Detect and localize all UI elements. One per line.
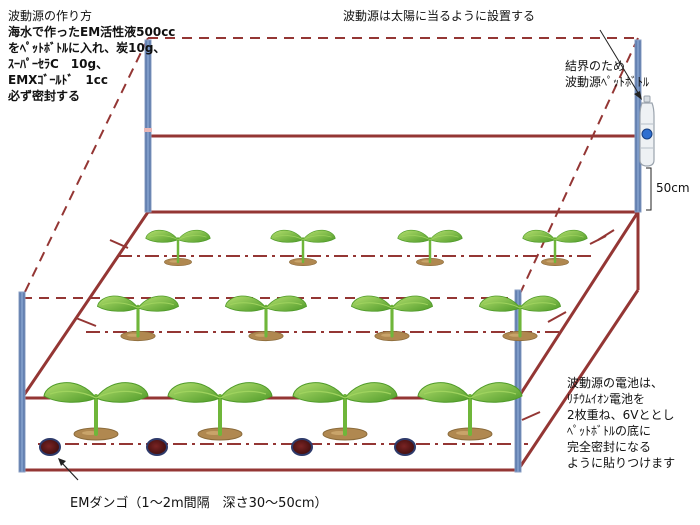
post-front-right xyxy=(514,289,522,473)
dango-caption: EMダンゴ（1～2m間隔 深さ30～50cm） xyxy=(70,496,328,511)
battery-note-line: 波動源の電池は、 xyxy=(567,376,664,390)
seedling xyxy=(270,229,336,267)
bed-bottom-frame xyxy=(22,212,640,472)
wall-hatches xyxy=(75,229,615,421)
wave-source-bottle xyxy=(639,95,655,167)
seedling xyxy=(351,295,433,342)
dango-arrow xyxy=(58,458,79,481)
em-dango-balls xyxy=(39,438,416,456)
bottle-note-line: 結界のため xyxy=(565,59,626,73)
height-bracket xyxy=(646,167,652,211)
post-back-left xyxy=(144,39,152,213)
seedling xyxy=(43,382,149,441)
recipe-note: 波動源の作り方 海水で作ったEM活性液500cc をﾍﾟｯﾄﾎﾞﾄﾙに入れ、炭1… xyxy=(8,8,175,104)
seedling xyxy=(417,382,523,441)
planting-rows xyxy=(38,255,592,445)
em-dango xyxy=(146,438,168,456)
em-dango xyxy=(39,438,61,456)
recipe-line: をﾍﾟｯﾄﾎﾞﾄﾙに入れ、炭10g、 xyxy=(8,41,166,55)
battery-note-line: 2枚重ね、6Vととし xyxy=(567,408,675,422)
recipe-line: ｽｰﾊﾟｰｾﾗC 10g、 xyxy=(8,57,109,71)
battery-note-line: 完全密封になる xyxy=(567,440,652,454)
top-note-arrow xyxy=(599,29,642,100)
bottle-note: 結界のため 波動源ﾍﾟｯﾄﾎﾞﾄﾙ xyxy=(565,58,649,90)
battery-note-line: ように貼りつけます xyxy=(567,456,676,470)
em-dango xyxy=(291,438,313,456)
em-dango xyxy=(394,438,416,456)
bottle-blue-core xyxy=(641,128,653,140)
seedling xyxy=(292,382,398,441)
post-front-left xyxy=(18,291,26,473)
battery-note-line: ﾘﾁｳﾑｲｵﾝ電池を xyxy=(567,392,646,406)
upper-dashed-outline xyxy=(21,37,639,299)
recipe-line: EMXｺﾞｰﾙﾄﾞ 1cc xyxy=(8,73,108,87)
recipe-line: 必ず密封する xyxy=(8,89,81,103)
seedlings xyxy=(43,229,588,441)
seedling xyxy=(522,229,588,267)
battery-note: 波動源の電池は、 ﾘﾁｳﾑｲｵﾝ電池を 2枚重ね、6Vととし ﾍﾟｯﾄﾎﾞﾄﾙの… xyxy=(567,375,675,471)
bottle-note-line: 波動源ﾍﾟｯﾄﾎﾞﾄﾙ xyxy=(565,75,650,89)
top-note: 波動源は太陽に当るように設置する xyxy=(343,9,536,23)
height-label: 50cm xyxy=(656,181,690,195)
corner-posts xyxy=(18,39,642,473)
recipe-title: 波動源の作り方 xyxy=(8,9,93,23)
seedling xyxy=(97,295,179,342)
seedling xyxy=(225,295,307,342)
seedling xyxy=(397,229,463,267)
battery-note-line: ﾍﾟｯﾄﾎﾞﾄﾙの底に xyxy=(567,424,652,438)
seedling xyxy=(145,229,211,267)
recipe-line: 海水で作ったEM活性液500cc xyxy=(8,25,176,39)
seedling xyxy=(167,382,273,441)
seedling xyxy=(479,295,561,342)
